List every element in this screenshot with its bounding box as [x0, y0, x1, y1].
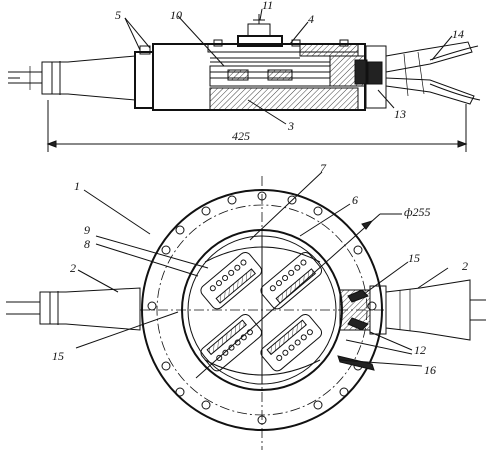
callout-14: 14 — [452, 27, 464, 41]
callout-2-left: 2 — [70, 261, 76, 275]
right-gland-plan — [337, 279, 486, 371]
left-cable — [8, 55, 136, 101]
left-cable-plan — [6, 287, 141, 331]
terminal-clamps — [200, 236, 323, 384]
left-gland — [134, 51, 154, 109]
dimension-diameter-label: ф255 — [404, 205, 431, 219]
callout-6: 6 — [352, 193, 358, 207]
callout-3: 3 — [287, 119, 294, 133]
right-cable — [385, 41, 481, 105]
callout-11: 11 — [262, 0, 273, 12]
callout-15-left: 15 — [52, 349, 64, 363]
callout-4: 4 — [308, 12, 314, 26]
callout-7: 7 — [320, 161, 327, 175]
callout-9: 9 — [84, 223, 90, 237]
callout-8: 8 — [84, 237, 90, 251]
callout-10: 10 — [170, 8, 182, 22]
outer-flange — [141, 189, 383, 431]
callout-13: 13 — [394, 107, 406, 121]
side-section-view: 5 10 11 4 3 13 14 425 — [8, 0, 481, 152]
callout-5: 5 — [115, 8, 121, 22]
right-seal — [329, 45, 387, 109]
callout-1-plan: 1 — [74, 179, 80, 193]
callout-15-right: 15 — [408, 251, 420, 265]
plan-view: 1 2 2 6 7 8 9 15 15 12 16 ф255 — [6, 161, 486, 450]
callout-12: 12 — [414, 343, 426, 357]
callout-16: 16 — [424, 363, 436, 377]
dimension-length-label: 425 — [232, 129, 250, 143]
callout-2-right: 2 — [462, 259, 468, 273]
dimension-length: 425 — [46, 100, 468, 152]
housing — [152, 14, 366, 111]
